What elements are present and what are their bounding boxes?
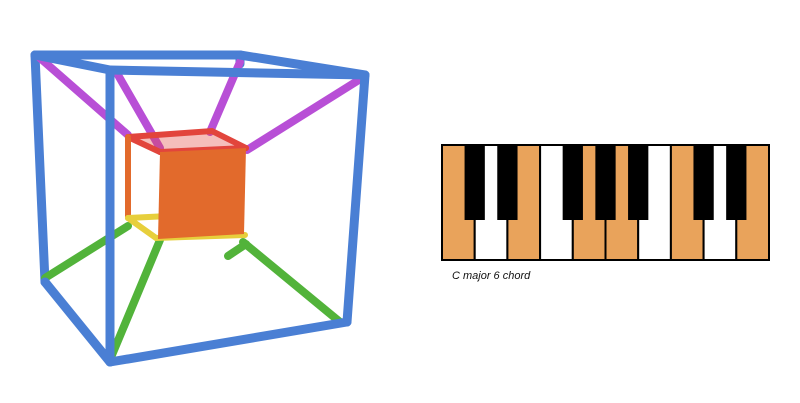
inner-cube-top-face [128,131,246,152]
black-key-a-sharp [628,145,649,220]
outer-cube-front [30,50,370,367]
black-key-g-sharp [595,145,616,220]
chord-caption: C major 6 chord [452,270,531,282]
piano-keyboard [441,144,770,261]
black-key-c-sharp [693,145,714,220]
black-key-d-sharp [497,145,518,220]
black-key-d-sharp [726,145,747,220]
inner-cube-front-face [158,148,246,239]
black-key-f-sharp [562,145,583,220]
piano-keyboard-svg [441,144,770,261]
black-key-c-sharp [464,145,485,220]
